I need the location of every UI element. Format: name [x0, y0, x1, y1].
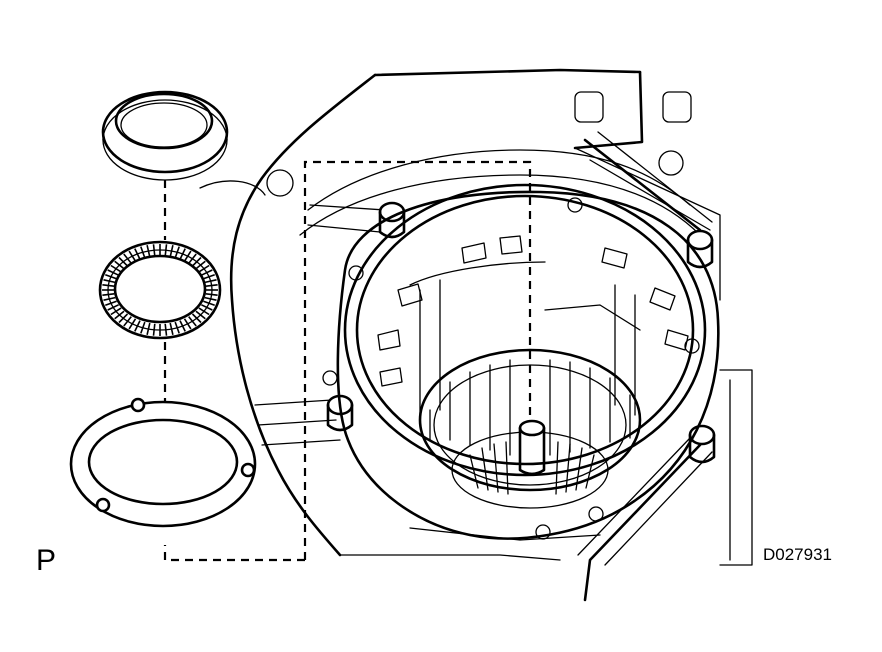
- needle-roller: [140, 321, 146, 334]
- needle-roller: [174, 321, 180, 334]
- needle-roller: [146, 322, 151, 335]
- thrust-needle-bearing: [98, 240, 222, 340]
- needle-roller: [195, 310, 206, 320]
- needle-roller: [105, 300, 117, 306]
- case-rails: [577, 131, 713, 602]
- needle-roller: [205, 293, 218, 296]
- callout-box: [303, 160, 532, 560]
- needle-roller: [128, 318, 137, 330]
- needle-roller: [169, 245, 174, 258]
- needle-roller: [203, 274, 215, 280]
- needle-roller: [191, 313, 202, 324]
- input-shaft: [518, 419, 546, 476]
- needle-roller: [183, 318, 192, 330]
- needle-roller: [123, 316, 132, 327]
- needle-roller: [164, 323, 168, 336]
- needle-roller: [179, 248, 186, 260]
- needle-roller: [123, 253, 132, 264]
- thrust-bearing-race: [101, 90, 229, 181]
- needle-roller: [188, 253, 197, 264]
- needle-roller: [204, 279, 217, 284]
- needle-roller: [110, 264, 122, 273]
- illustration-code: D027931: [763, 545, 833, 564]
- needle-roller: [102, 293, 115, 296]
- view-label: P: [36, 544, 57, 577]
- needle-roller: [198, 307, 210, 316]
- needle-roller: [105, 274, 117, 280]
- needle-roller: [204, 296, 217, 301]
- needle-roller: [201, 304, 213, 311]
- needle-roller: [140, 246, 146, 259]
- clutch-drum: [343, 183, 707, 477]
- needle-roller: [128, 250, 137, 262]
- needle-roller: [107, 269, 119, 276]
- transmission-case: [199, 68, 753, 566]
- needle-roller: [134, 320, 141, 332]
- needle-roller: [110, 307, 122, 316]
- needle-roller: [179, 320, 186, 332]
- needle-roller: [114, 310, 125, 320]
- needle-roller: [102, 284, 115, 287]
- needle-roller: [183, 250, 192, 262]
- needle-roller: [146, 245, 151, 258]
- needle-roller: [134, 248, 141, 260]
- needle-roller: [114, 260, 125, 270]
- needle-roller: [107, 304, 119, 311]
- needle-roller: [103, 296, 116, 301]
- needle-roller: [205, 284, 218, 287]
- needle-roller: [198, 264, 210, 273]
- needle-roller: [103, 279, 116, 284]
- needle-rollers: [102, 244, 218, 336]
- thrust-washer: [69, 397, 257, 528]
- needle-roller: [203, 300, 215, 306]
- needle-roller: [164, 244, 168, 257]
- needle-roller: [152, 244, 156, 257]
- needle-roller: [118, 313, 129, 324]
- needle-roller: [152, 323, 156, 336]
- needle-roller: [188, 316, 197, 327]
- needle-roller: [191, 256, 202, 267]
- needle-roller: [201, 269, 213, 276]
- needle-roller: [195, 260, 206, 270]
- needle-roller: [174, 246, 180, 259]
- needle-roller: [169, 322, 174, 335]
- needle-roller: [118, 256, 129, 267]
